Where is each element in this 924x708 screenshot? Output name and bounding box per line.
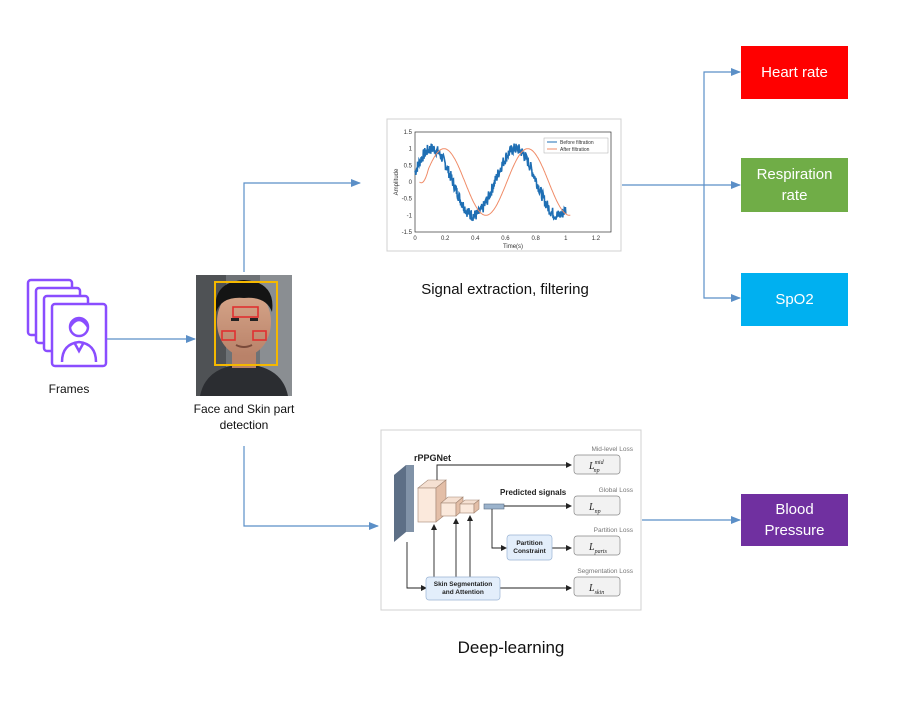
- input-tensor: [394, 465, 414, 542]
- plot-ylabel: Amplitude: [394, 168, 400, 195]
- frames-label: Frames: [48, 382, 90, 396]
- signal-plot: 0 0.2 0.4 0.6 0.8 1 1.2 1.5 1 0.5 0 -0.5 -1 -1.5 Befo…: [386, 118, 622, 252]
- face-detection-label: Face and Skin part detection: [193, 402, 295, 432]
- heart-rate-label: Heart rate: [761, 64, 828, 81]
- network-arrows: [406, 462, 572, 591]
- deep-learning-label: Deep-learning: [457, 638, 565, 657]
- x-tick-label: 0: [413, 236, 417, 242]
- after-filtration-series: [419, 148, 571, 216]
- predicted-signals-label: Predicted signals: [500, 488, 567, 497]
- loss-name: Segmentation Loss: [577, 568, 633, 575]
- connector-lines: [107, 68, 741, 530]
- x-tick-label: 0.8: [531, 236, 540, 242]
- x-tick-label: 1.2: [592, 236, 601, 242]
- x-tick-label: 0.4: [471, 236, 480, 242]
- y-tick-label: -1.5: [402, 230, 413, 236]
- spo2-label: SpO2: [775, 291, 814, 308]
- respiration-rate-label: Respiration rate: [756, 166, 833, 204]
- x-tick-label: 0.6: [501, 236, 510, 242]
- signal-extraction-label: Signal extraction, filtering: [421, 281, 589, 298]
- y-tick-label: 1: [409, 147, 413, 153]
- blood-pressure-box: Blood Pressure: [741, 494, 848, 546]
- y-tick-label: 0.5: [404, 163, 413, 169]
- heart-rate-box: Heart rate: [741, 46, 848, 99]
- network-title: rPPGNet: [414, 453, 451, 463]
- rppgnet-figure: rPPGNet: [380, 429, 642, 611]
- legend-before: Before filtration: [560, 140, 594, 146]
- loss-name: Global Loss: [599, 487, 634, 494]
- loss-box: [573, 576, 621, 597]
- loss-symbol: Lparts: [588, 542, 608, 555]
- loss-symbol: Lnp: [588, 502, 601, 515]
- spo2-box: SpO2: [741, 273, 848, 326]
- y-tick-label: 1.5: [404, 130, 413, 136]
- blood-pressure-label: Blood Pressure: [764, 501, 825, 539]
- loss-box: [573, 495, 621, 516]
- legend-after: After filtration: [560, 147, 590, 153]
- face-photo: [196, 275, 292, 396]
- before-filtration-series: [414, 143, 567, 222]
- frames-icon: [26, 278, 108, 368]
- y-tick-label: -0.5: [402, 197, 413, 203]
- y-tick-label: -1: [407, 213, 413, 219]
- loss-box: [573, 454, 621, 475]
- plot-xlabel: Time(s): [503, 244, 523, 250]
- skin-roi-boxes: [221, 306, 267, 341]
- plot-legend: Before filtration After filtration: [543, 137, 609, 154]
- respiration-rate-box: Respiration rate: [741, 158, 848, 212]
- y-tick-label: 0: [409, 180, 413, 186]
- conv-blocks: [417, 479, 505, 523]
- x-tick-label: 1: [564, 236, 568, 242]
- loss-box: [573, 535, 621, 556]
- loss-name: Mid-level Loss: [591, 446, 633, 453]
- loss-symbol: Lskin: [588, 583, 604, 596]
- x-tick-label: 0.2: [441, 236, 450, 242]
- face-bounding-box: [214, 281, 278, 366]
- loss-name: Partition Loss: [594, 527, 634, 534]
